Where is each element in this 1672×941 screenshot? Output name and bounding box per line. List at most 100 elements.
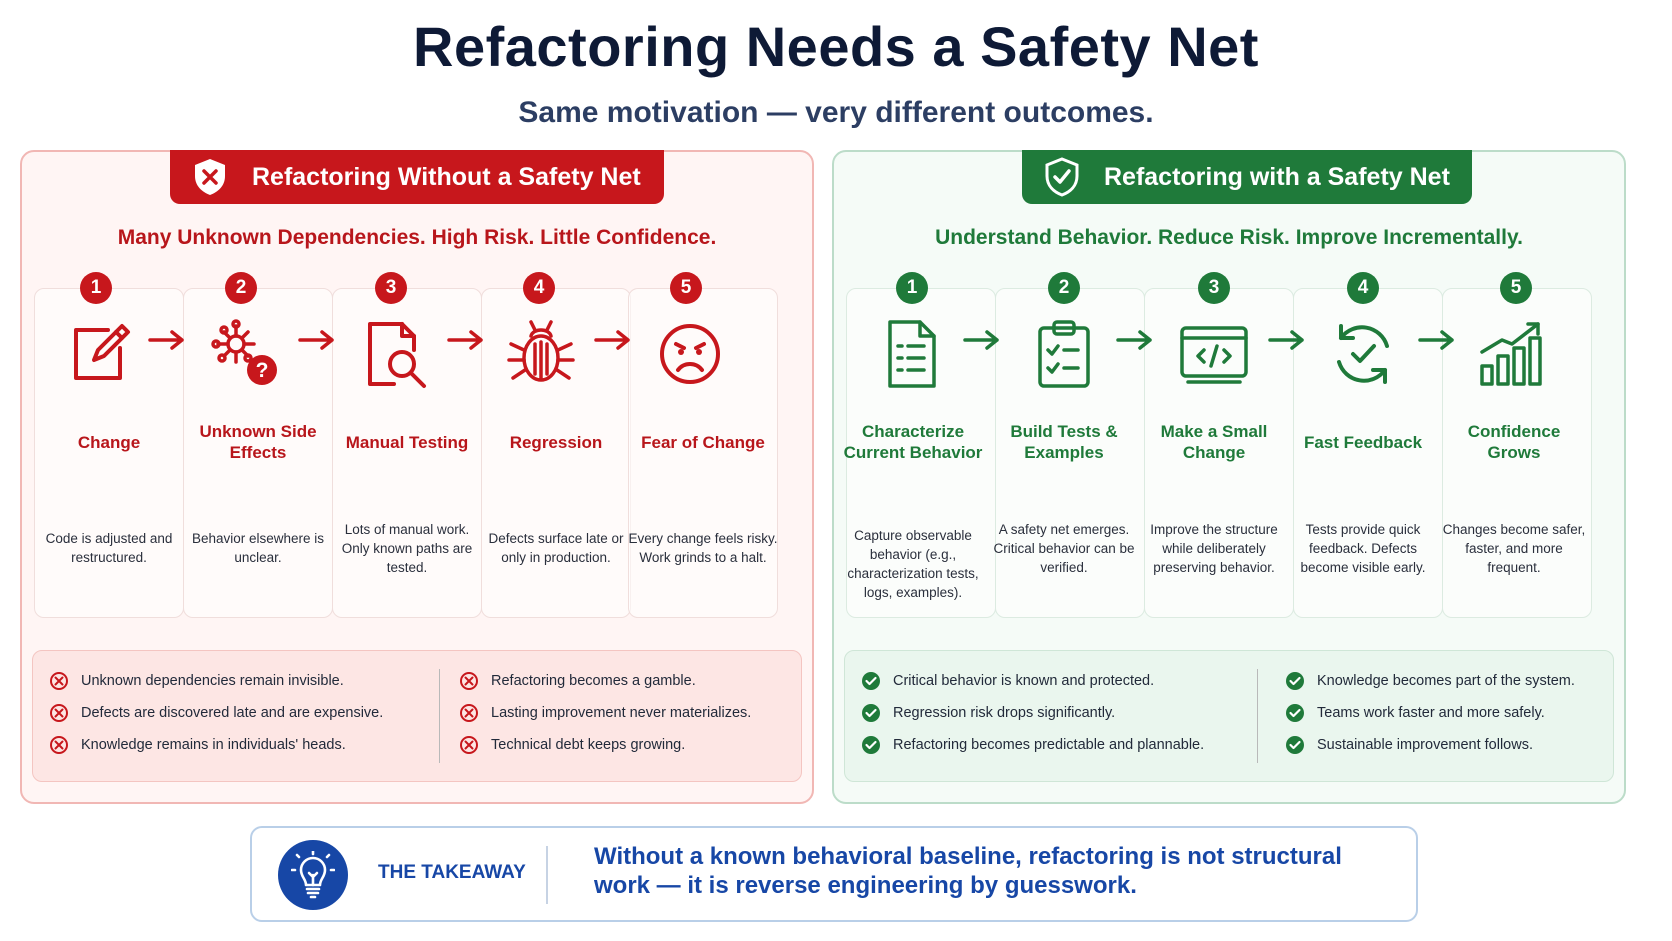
summary-item: Knowledge becomes part of the system. xyxy=(1285,665,1575,697)
edit-icon xyxy=(74,324,130,380)
summary-text: Unknown dependencies remain invisible. xyxy=(81,673,344,689)
step-description: Capture observable behavior (e.g., chara… xyxy=(847,528,979,600)
summary-item: Defects are discovered late and are expe… xyxy=(49,697,383,729)
summary-column: Knowledge becomes part of the system. Te… xyxy=(1285,665,1575,761)
summary-divider xyxy=(439,669,440,763)
summary-item: Teams work faster and more safely. xyxy=(1285,697,1575,729)
summary-text: Refactoring becomes predictable and plan… xyxy=(893,737,1205,753)
check-circle-icon xyxy=(862,704,880,722)
page-subtitle: Same motivation — very different outcome… xyxy=(518,96,1154,129)
summary-text: Teams work faster and more safely. xyxy=(1317,705,1545,721)
step-number: 3 xyxy=(1198,272,1230,304)
x-circle-icon xyxy=(460,704,478,722)
check-circle-icon xyxy=(862,736,880,754)
x-circle-icon xyxy=(460,672,478,690)
step-description: Every change feels risky. Work grinds to… xyxy=(628,531,778,565)
lightbulb-icon xyxy=(278,840,348,910)
step-description: Behavior elsewhere is unclear. xyxy=(191,531,325,565)
arrow-right-icon xyxy=(1116,330,1152,350)
summary-text: Regression risk drops significantly. xyxy=(893,705,1116,721)
step-card-1 xyxy=(34,288,184,618)
step-description: Code is adjusted and restructured. xyxy=(45,531,173,565)
step-number: 2 xyxy=(1048,272,1080,304)
step-description: Defects surface late or only in producti… xyxy=(488,531,624,565)
arrow-right-icon xyxy=(1268,330,1304,350)
summary-item: Sustainable improvement follows. xyxy=(1285,729,1575,761)
arrow-right-icon xyxy=(1418,330,1454,350)
arrow-right-icon xyxy=(447,330,483,350)
step-description: Changes become safer, faster, and more f… xyxy=(1442,521,1586,575)
step-label: Fast Feedback xyxy=(1303,432,1423,452)
summary-text: Knowledge remains in individuals' heads. xyxy=(81,737,346,753)
step-card-2 xyxy=(183,288,333,618)
step-card-3 xyxy=(1144,288,1294,618)
summary-item: Unknown dependencies remain invisible. xyxy=(49,665,383,697)
growth-chart-icon xyxy=(1480,322,1542,386)
code-window-icon xyxy=(1180,326,1248,384)
step-label: Fear of Change xyxy=(641,432,765,452)
x-circle-icon xyxy=(460,736,478,754)
check-circle-icon xyxy=(1286,736,1304,754)
document-list-icon xyxy=(888,320,936,388)
summary-text: Knowledge becomes part of the system. xyxy=(1317,673,1575,689)
shield-check-icon xyxy=(1042,157,1082,197)
panel-without-safety-net: Refactoring Without a Safety Net Many Un… xyxy=(20,150,814,804)
summary-text: Technical debt keeps growing. xyxy=(491,737,686,753)
takeaway-box: THE TAKEAWAY Without a known behavioral … xyxy=(250,826,1418,922)
refresh-check-icon xyxy=(1337,324,1389,384)
check-circle-icon xyxy=(1286,704,1304,722)
summary-box: Critical behavior is known and protected… xyxy=(844,650,1614,782)
panel-heading: Refactoring Without a Safety Net xyxy=(252,162,641,191)
step-label: Make a Small Change xyxy=(1160,422,1268,462)
summary-text: Lasting improvement never materializes. xyxy=(491,705,752,721)
step-card-4 xyxy=(1293,288,1443,618)
panel-tagline: Understand Behavior. Reduce Risk. Improv… xyxy=(935,226,1523,249)
summary-text: Defects are discovered late and are expe… xyxy=(81,705,384,721)
step-label: Characterize Current Behavior xyxy=(843,422,983,462)
check-circle-icon xyxy=(862,672,880,690)
summary-item: Lasting improvement never materializes. xyxy=(459,697,751,729)
step-label: Manual Testing xyxy=(345,432,469,452)
x-circle-icon xyxy=(50,736,68,754)
summary-text: Refactoring becomes a gamble. xyxy=(491,673,696,689)
step-number: 4 xyxy=(1347,272,1379,304)
sad-face-icon xyxy=(660,324,720,384)
step-description: A safety net emerges. Critical behavior … xyxy=(993,521,1135,575)
step-label: Unknown Side Effects xyxy=(199,422,317,462)
shield-x-icon xyxy=(190,157,230,197)
step-label: Change xyxy=(77,432,141,452)
summary-text: Critical behavior is known and protected… xyxy=(893,673,1155,689)
step-number: 1 xyxy=(896,272,928,304)
step-number: 5 xyxy=(1500,272,1532,304)
step-flow: 1 2 3 4 5 xyxy=(844,272,1616,618)
step-number: 3 xyxy=(375,272,407,304)
step-description: Tests provide quick feedback. Defects be… xyxy=(1300,521,1426,575)
summary-box: Unknown dependencies remain invisible. D… xyxy=(32,650,802,782)
panel-with-safety-net: Refactoring with a Safety Net Understand… xyxy=(832,150,1626,804)
dependency-question-icon: ? xyxy=(211,319,277,385)
summary-item: Critical behavior is known and protected… xyxy=(861,665,1204,697)
svg-text:?: ? xyxy=(256,359,269,382)
step-description: Improve the structure while deliberately… xyxy=(1150,521,1278,575)
step-card-4 xyxy=(481,288,631,618)
step-label: Confidence Grows xyxy=(1467,422,1561,462)
summary-item: Refactoring becomes predictable and plan… xyxy=(861,729,1204,761)
summary-item: Refactoring becomes a gamble. xyxy=(459,665,751,697)
summary-column: Unknown dependencies remain invisible. D… xyxy=(49,665,383,761)
step-number: 4 xyxy=(523,272,555,304)
step-flow: 1 2 3 4 5 ? xyxy=(34,272,804,618)
summary-column: Refactoring becomes a gamble. Lasting im… xyxy=(459,665,751,761)
step-card-2 xyxy=(995,288,1145,618)
step-number: 1 xyxy=(80,272,112,304)
step-label: Build Tests & Examples xyxy=(1010,422,1118,462)
step-number: 2 xyxy=(225,272,257,304)
summary-item: Regression risk drops significantly. xyxy=(861,697,1204,729)
step-number: 5 xyxy=(670,272,702,304)
takeaway-text: Without a known behavioral baseline, ref… xyxy=(594,843,1342,899)
summary-item: Knowledge remains in individuals' heads. xyxy=(49,729,383,761)
page-title: Refactoring Needs a Safety Net xyxy=(413,15,1259,78)
arrow-right-icon xyxy=(148,330,184,350)
check-circle-icon xyxy=(1286,672,1304,690)
arrow-right-icon xyxy=(298,330,334,350)
clipboard-check-icon xyxy=(1038,320,1090,388)
